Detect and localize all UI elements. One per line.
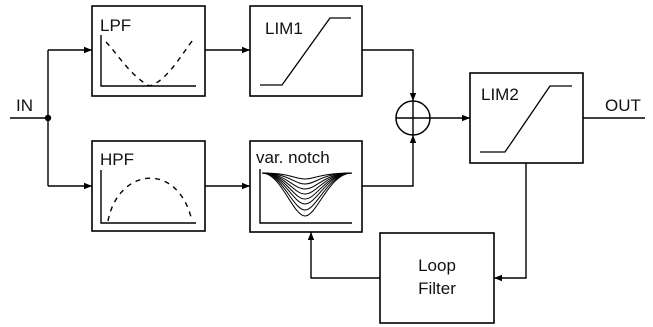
notch-to-sum-arrow [362, 135, 417, 187]
lpf-block: LPF [91, 5, 206, 97]
lim1-to-sum-arrow [362, 49, 417, 101]
lim1-transfer-curve [260, 17, 351, 86]
input-label: IN [16, 96, 33, 115]
signal-wires [10, 46, 645, 282]
notch-block: var. notch [249, 140, 363, 233]
hpf-block: HPF [91, 140, 206, 232]
lpf-response-curve [105, 39, 194, 87]
lim1-block: LIM1 [249, 5, 363, 97]
lpf-label: LPF [100, 16, 131, 35]
notch-response-curves [261, 172, 353, 217]
hpf-response-curve [107, 177, 193, 222]
lpf-axes [100, 35, 196, 87]
notch-label: var. notch [256, 148, 330, 167]
loop-filter-label-line2: Filter [418, 279, 456, 298]
loop-filter-label-line1: Loop [418, 256, 456, 275]
lim2-label: LIM2 [481, 85, 519, 104]
loopfilter-to-notch-arrow [307, 232, 380, 279]
summing-junction [395, 100, 431, 136]
lim2-to-loopfilter-arrow [494, 163, 527, 282]
hpf-label: HPF [100, 150, 134, 169]
lim1-label: LIM1 [265, 19, 303, 38]
lim2-transfer-curve [480, 85, 572, 153]
output-label: OUT [605, 96, 641, 115]
notch-axes [259, 169, 352, 224]
loop-filter-block: Loop Filter [379, 232, 495, 324]
lim2-block: LIM2 [469, 72, 584, 164]
hpf-axes [100, 170, 196, 224]
